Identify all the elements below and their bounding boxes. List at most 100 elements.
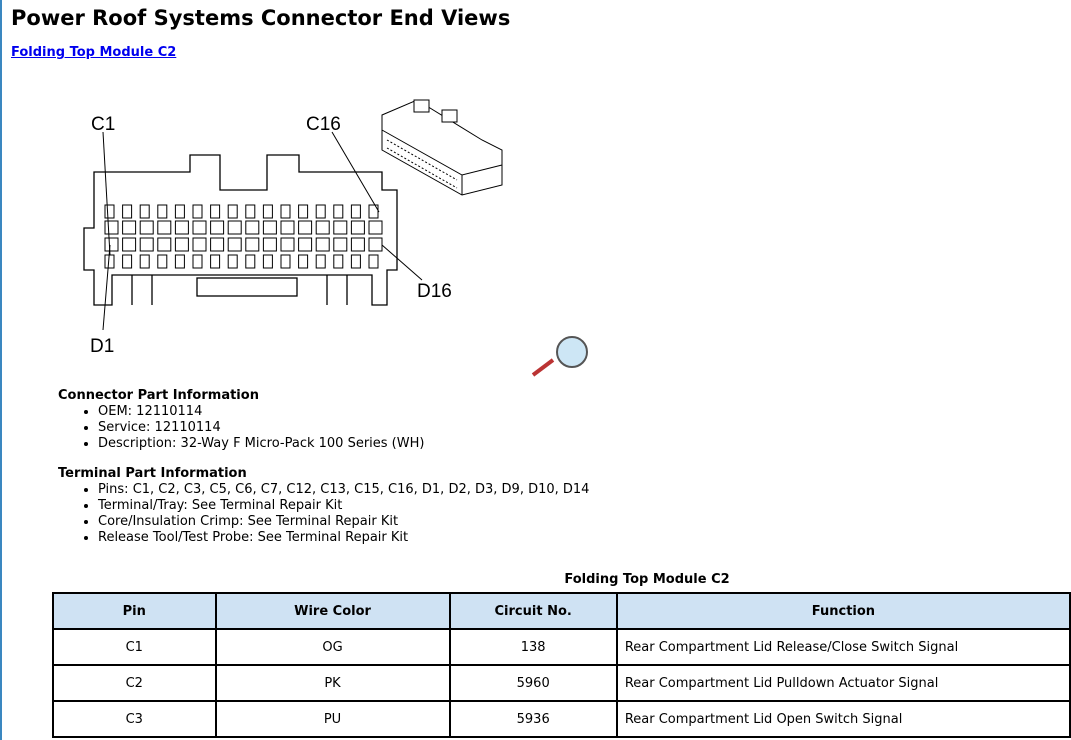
terminal-cavity <box>315 254 326 269</box>
terminal-cavity <box>192 254 203 269</box>
terminal-cavity <box>333 254 344 269</box>
pin-cell: C3 <box>52 700 217 738</box>
terminal-cavity <box>192 204 203 219</box>
table-row: C1 OG 138 Rear Compartment Lid Release/C… <box>52 628 1071 666</box>
terminal-cavity <box>333 204 344 219</box>
connector-heading: Connector Part Information <box>58 388 259 403</box>
label-c1: C1 <box>91 114 115 135</box>
terminal-cavity <box>280 204 291 219</box>
terminal-cavity <box>368 220 383 235</box>
terminal-cavity <box>104 237 119 252</box>
terminal-cavity <box>298 237 313 252</box>
terminal-cavity <box>122 254 133 269</box>
terminal-cavity <box>262 254 273 269</box>
crimp-item: Core/Insulation Crimp: See Terminal Repa… <box>98 514 589 530</box>
table-caption: Folding Top Module C2 <box>564 572 730 587</box>
description-item: Description: 32-Way F Micro-Pack 100 Ser… <box>98 436 424 452</box>
terminal-cavity <box>350 220 365 235</box>
function-cell: Rear Compartment Lid Open Switch Signal <box>615 700 1071 738</box>
connector-part-information: Connector Part Information OEM: 12110114… <box>58 388 424 452</box>
terminal-cavity <box>245 204 256 219</box>
pin-cell: C2 <box>52 664 217 702</box>
oem-item: OEM: 12110114 <box>98 404 424 420</box>
terminal-cavity <box>315 204 326 219</box>
terminal-tray-item: Terminal/Tray: See Terminal Repair Kit <box>98 498 589 514</box>
connector-end-view-diagram: C1 C16 D1 D16 <box>83 99 503 357</box>
terminal-cavity <box>122 237 137 252</box>
terminal-cavity <box>210 237 225 252</box>
terminal-cavity <box>174 204 185 219</box>
terminal-cavity <box>262 220 277 235</box>
folding-top-module-c2-link[interactable]: Folding Top Module C2 <box>11 45 177 60</box>
terminal-cavity <box>122 204 133 219</box>
label-d1: D1 <box>90 336 114 357</box>
circuit-cell: 5960 <box>448 664 618 702</box>
terminal-cavity <box>350 204 361 219</box>
terminal-cavity <box>157 220 172 235</box>
circuit-cell: 5936 <box>448 700 618 738</box>
pinout-table: Pin Wire Color Circuit No. Function C1 O… <box>52 592 1071 738</box>
terminal-cavity <box>368 237 383 252</box>
terminal-cavity <box>210 204 221 219</box>
terminal-cavity <box>210 254 221 269</box>
terminal-cavity <box>192 220 207 235</box>
table-header-row: Pin Wire Color Circuit No. Function <box>52 592 1071 630</box>
terminal-cavity <box>298 220 313 235</box>
terminal-cavity <box>157 204 168 219</box>
header-function: Function <box>615 592 1071 630</box>
circuit-cell: 138 <box>448 628 618 666</box>
terminal-cavity <box>174 237 189 252</box>
service-item: Service: 12110114 <box>98 420 424 436</box>
terminal-cavity <box>174 254 185 269</box>
terminal-cavity <box>157 237 172 252</box>
terminal-cavity <box>315 237 330 252</box>
terminal-cavity <box>139 204 150 219</box>
magnifier-zoom-icon[interactable] <box>527 330 597 380</box>
terminal-cavity <box>315 220 330 235</box>
terminal-cavity <box>139 237 154 252</box>
pin-cell: C1 <box>52 628 217 666</box>
terminal-cavity <box>192 237 207 252</box>
terminal-cavity <box>368 204 379 219</box>
terminal-cavity <box>227 204 238 219</box>
header-circuit-no: Circuit No. <box>448 592 618 630</box>
terminal-cavity <box>245 254 256 269</box>
function-cell: Rear Compartment Lid Release/Close Switc… <box>615 628 1071 666</box>
terminal-cavity <box>174 220 189 235</box>
terminal-cavity <box>245 220 260 235</box>
terminal-cavity <box>333 237 348 252</box>
release-tool-item: Release Tool/Test Probe: See Terminal Re… <box>98 530 589 546</box>
terminal-cavity <box>262 204 273 219</box>
terminal-cavity <box>227 254 238 269</box>
terminal-cavity <box>227 220 242 235</box>
terminal-cavity <box>262 237 277 252</box>
header-pin: Pin <box>52 592 217 630</box>
terminal-heading: Terminal Part Information <box>58 466 247 481</box>
terminal-cavity <box>350 254 361 269</box>
terminal-cavity <box>139 220 154 235</box>
table-row: C2 PK 5960 Rear Compartment Lid Pulldown… <box>52 664 1071 702</box>
terminal-cavity <box>210 220 225 235</box>
terminal-cavity <box>298 204 309 219</box>
terminal-cavity <box>227 237 242 252</box>
terminal-cavity <box>350 237 365 252</box>
terminal-cavity <box>157 254 168 269</box>
label-c16: C16 <box>306 114 341 135</box>
connector-3d-view <box>381 99 503 196</box>
terminal-cavity <box>298 254 309 269</box>
terminal-part-information: Terminal Part Information Pins: C1, C2, … <box>58 466 589 546</box>
function-cell: Rear Compartment Lid Pulldown Actuator S… <box>615 664 1071 702</box>
wire-color-cell: OG <box>214 628 451 666</box>
page-title: Power Roof Systems Connector End Views <box>11 6 511 30</box>
terminal-cavity <box>368 254 379 269</box>
pins-item: Pins: C1, C2, C3, C5, C6, C7, C12, C13, … <box>98 482 589 498</box>
terminal-cavity <box>280 220 295 235</box>
wire-color-cell: PU <box>214 700 451 738</box>
label-d16: D16 <box>417 281 452 302</box>
terminal-cavity <box>280 254 291 269</box>
terminal-cavity <box>104 204 115 219</box>
terminal-cavity <box>280 237 295 252</box>
terminal-cavity <box>104 220 119 235</box>
terminal-cavity <box>122 220 137 235</box>
terminal-cavity <box>139 254 150 269</box>
